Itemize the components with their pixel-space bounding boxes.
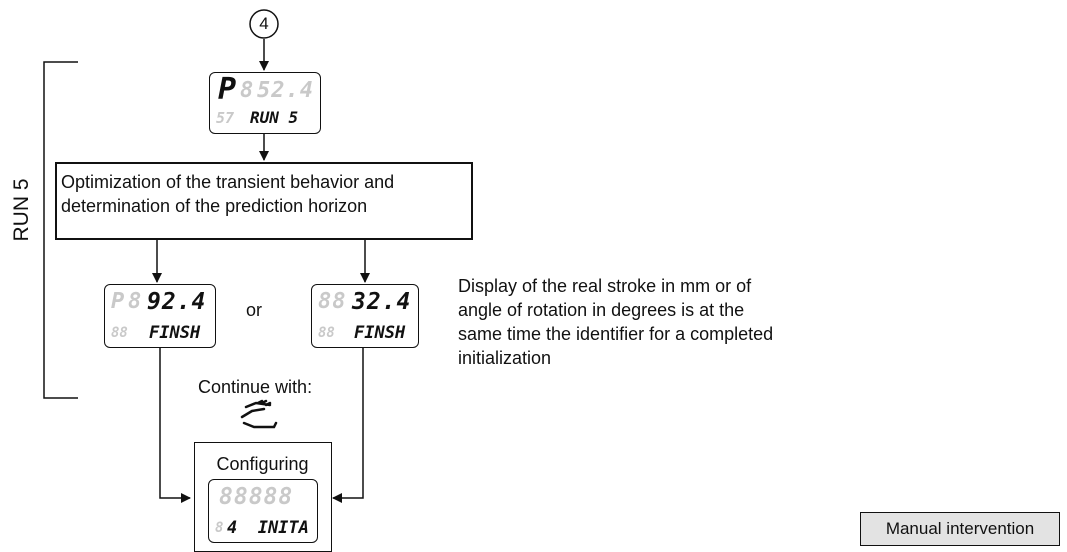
description-line-4: initialization <box>458 348 552 368</box>
or-label: or <box>246 300 263 320</box>
display-configuring: 88888 8 4 INITA <box>208 479 318 543</box>
display-finish-left: P 8 92.4 88 FINSH <box>104 284 216 348</box>
display-finish-left-mode: P <box>111 289 126 314</box>
display-finish-right: 88 32.4 88 FINSH <box>311 284 419 348</box>
display-run-mode: P <box>218 72 238 107</box>
display-run-ghost: 8 <box>240 78 255 103</box>
display-finish-left-value: 92.4 <box>147 289 207 315</box>
display-finish-left-bottom-text: FINSH <box>149 323 201 343</box>
hand-icon <box>240 399 278 429</box>
display-configuring-bottom-ghost: 8 <box>215 520 224 536</box>
step-marker-number: 4 <box>259 14 269 33</box>
legend-label: Manual intervention <box>885 519 1035 538</box>
display-configuring-bottom-text: 4 INITA <box>227 518 309 538</box>
process-line-2: determination of the prediction horizon <box>61 196 368 216</box>
display-finish-left-ghost: 8 <box>128 289 143 314</box>
display-run-value: 52.4 <box>257 78 314 103</box>
display-finish-right-bottom-text: FINSH <box>354 323 406 343</box>
display-finish-right-ghost: 88 <box>318 289 347 314</box>
description-text: Display of the real stroke in mm or of a… <box>458 274 858 370</box>
description-line-2: angle of rotation in degrees is at the <box>458 300 745 320</box>
arrow-finish-left-to-configuring <box>159 348 191 503</box>
display-run-bottom-text: RUN 5 <box>250 108 299 127</box>
configuring-box: Configuring 88888 8 4 INITA <box>194 442 332 552</box>
run-label: RUN 5 <box>10 178 33 242</box>
run-bracket <box>43 61 78 399</box>
configuring-title: Configuring <box>216 454 309 474</box>
process-box: Optimization of the transient behavior a… <box>55 162 473 240</box>
description-line-1: Display of the real stroke in mm or of <box>458 276 752 296</box>
display-finish-right-bottom-ghost: 88 <box>318 325 335 341</box>
description-line-3: same time the identifier for a completed <box>458 324 774 344</box>
continue-label: Continue with: <box>198 377 313 397</box>
legend-manual-intervention: Manual intervention <box>860 512 1060 546</box>
step-circle <box>249 9 279 39</box>
display-finish-right-value: 32.4 <box>352 289 412 315</box>
display-run-bottom-ghost: 57 <box>216 109 235 127</box>
display-run: P 8 52.4 57 RUN 5 <box>209 72 321 134</box>
process-line-1: Optimization of the transient behavior a… <box>61 172 395 192</box>
display-finish-left-bottom-ghost: 88 <box>111 325 128 341</box>
display-configuring-ghost: 88888 <box>219 484 294 510</box>
arrow-finish-right-to-configuring <box>332 348 364 503</box>
